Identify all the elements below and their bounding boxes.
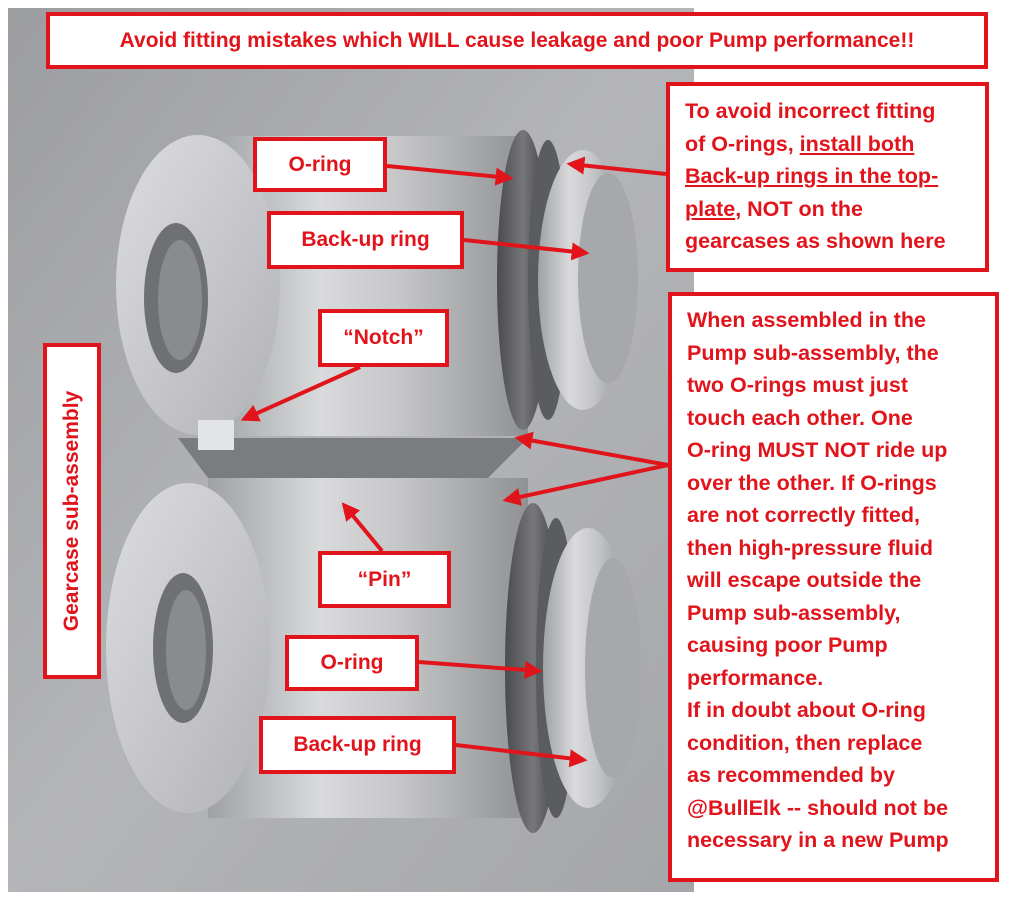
- label-o-ring-bottom: O-ring: [285, 635, 419, 691]
- title-text: Avoid fitting mistakes which WILL cause …: [119, 28, 915, 52]
- note-top-line-5: gearcases as shown here: [685, 229, 946, 253]
- label-text: “Notch”: [343, 326, 424, 349]
- note-main-line: necessary in a new Pump: [687, 828, 949, 852]
- note-main-line: When assembled in the: [687, 308, 926, 332]
- label-text: Back-up ring: [293, 733, 422, 756]
- note-top-line-3: Back-up rings in the top-: [685, 160, 985, 193]
- note-main-line: will escape outside the: [687, 568, 922, 592]
- label-gearcase: Gearcase sub-assembly: [43, 343, 101, 679]
- note-main-line: touch each other. One: [687, 405, 913, 430]
- title-banner: Avoid fitting mistakes which WILL cause …: [46, 12, 988, 69]
- note-main-line: over the other. If O-rings: [687, 470, 937, 495]
- label-pin: “Pin”: [318, 551, 451, 608]
- note-top-line-4: plate, NOT on the: [685, 193, 985, 226]
- label-text: “Pin”: [357, 567, 412, 591]
- label-backup-ring-top: Back-up ring: [267, 211, 464, 269]
- note-main-line: as recommended by: [687, 763, 895, 787]
- label-text: Gearcase sub-assembly: [60, 390, 84, 632]
- note-main-line: two O-rings must just: [687, 373, 908, 397]
- note-top: To avoid incorrect fitting of O-rings, i…: [666, 82, 989, 272]
- note-top-line-2-link: install both: [799, 131, 915, 156]
- note-main-line: causing poor Pump: [687, 633, 888, 657]
- note-main-line: are not correctly fitted,: [687, 503, 920, 527]
- note-top-line-4-link: plate: [685, 196, 736, 221]
- note-main-line: O-ring MUST NOT ride up: [687, 438, 948, 462]
- label-text: O-ring: [288, 152, 352, 176]
- label-backup-ring-bottom: Back-up ring: [259, 716, 456, 774]
- note-top-line-2-prefix: of O-rings,: [685, 131, 800, 156]
- label-text: O-ring: [320, 651, 384, 674]
- note-top-line-1: To avoid incorrect fitting: [685, 99, 936, 123]
- label-text: Back-up ring: [301, 228, 430, 251]
- note-top-line-3-link: Back-up rings in the top-: [685, 164, 939, 188]
- note-main-line: then high-pressure fluid: [687, 535, 934, 560]
- note-top-line-4-suffix: , NOT on the: [735, 196, 863, 221]
- note-main-line: Pump sub-assembly,: [687, 600, 901, 625]
- label-o-ring-top: O-ring: [253, 137, 387, 192]
- note-main-line: condition, then replace: [687, 730, 923, 755]
- note-main-line: performance.: [687, 665, 824, 690]
- note-main-line: Pump sub-assembly, the: [687, 340, 939, 365]
- note-main-line: @BullElk -- should not be: [687, 795, 949, 820]
- note-top-line-2: of O-rings, install both: [685, 128, 985, 161]
- label-notch: “Notch”: [318, 309, 449, 367]
- note-main-line: If in doubt about O-ring: [687, 698, 926, 722]
